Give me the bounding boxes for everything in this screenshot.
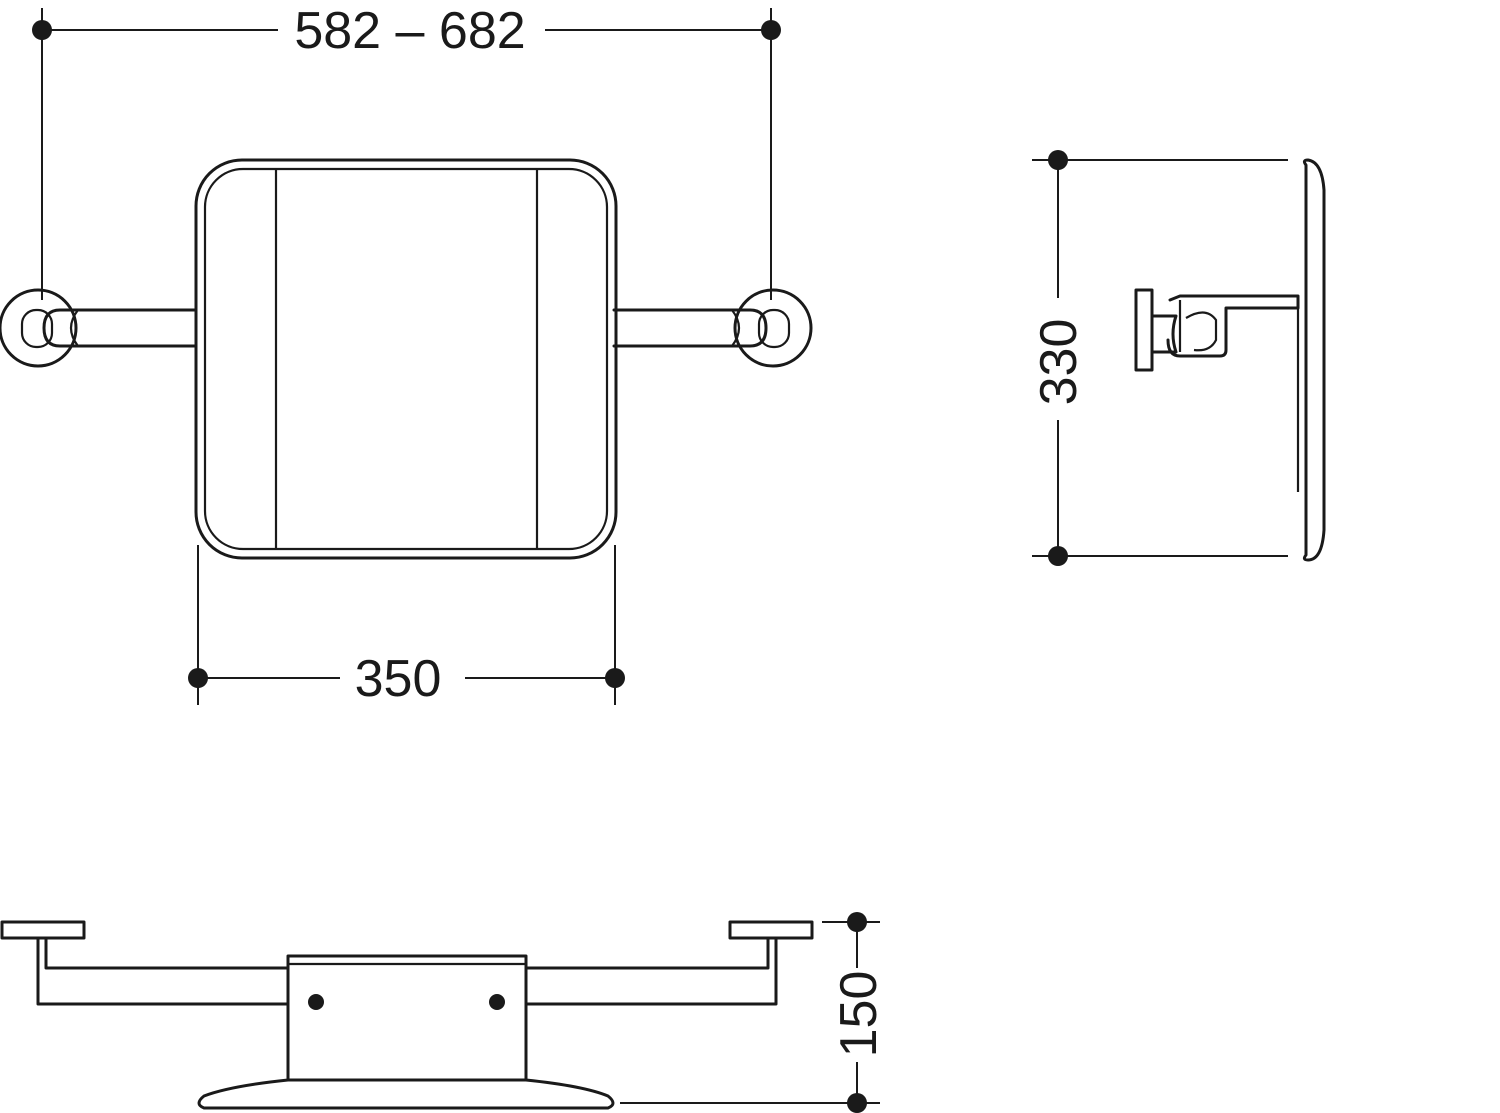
front-view (0, 158, 813, 560)
top-right-arm (524, 936, 778, 1006)
overall-width-label: 582 – 682 (294, 2, 525, 60)
dimension-depth: 150 (620, 912, 888, 1113)
screw-hole (308, 994, 324, 1010)
dimension-height: 330 (1030, 150, 1288, 566)
top-left-wall-plate (0, 920, 86, 940)
left-wall-rosette (0, 288, 78, 368)
height-label: 330 (1030, 319, 1088, 406)
side-view (1134, 158, 1326, 562)
top-right-wall-plate (728, 920, 814, 940)
top-left-arm (36, 936, 290, 1006)
left-support-bar (42, 308, 198, 348)
dimension-pad-width: 350 (188, 545, 625, 708)
back-pad (194, 158, 618, 560)
side-back-pad (1296, 158, 1326, 562)
side-bracket (1150, 294, 1300, 358)
right-wall-rosette (733, 288, 813, 368)
screw-hole (489, 994, 505, 1010)
top-back-pad (197, 1078, 615, 1110)
top-view (0, 920, 814, 1110)
right-support-bar (612, 308, 768, 348)
dimension-overall-width: 582 – 682 (32, 2, 781, 300)
top-mounting-block (286, 954, 528, 1082)
depth-label: 150 (830, 971, 888, 1058)
side-wall-plate (1134, 288, 1154, 372)
pad-width-label: 350 (355, 650, 442, 708)
